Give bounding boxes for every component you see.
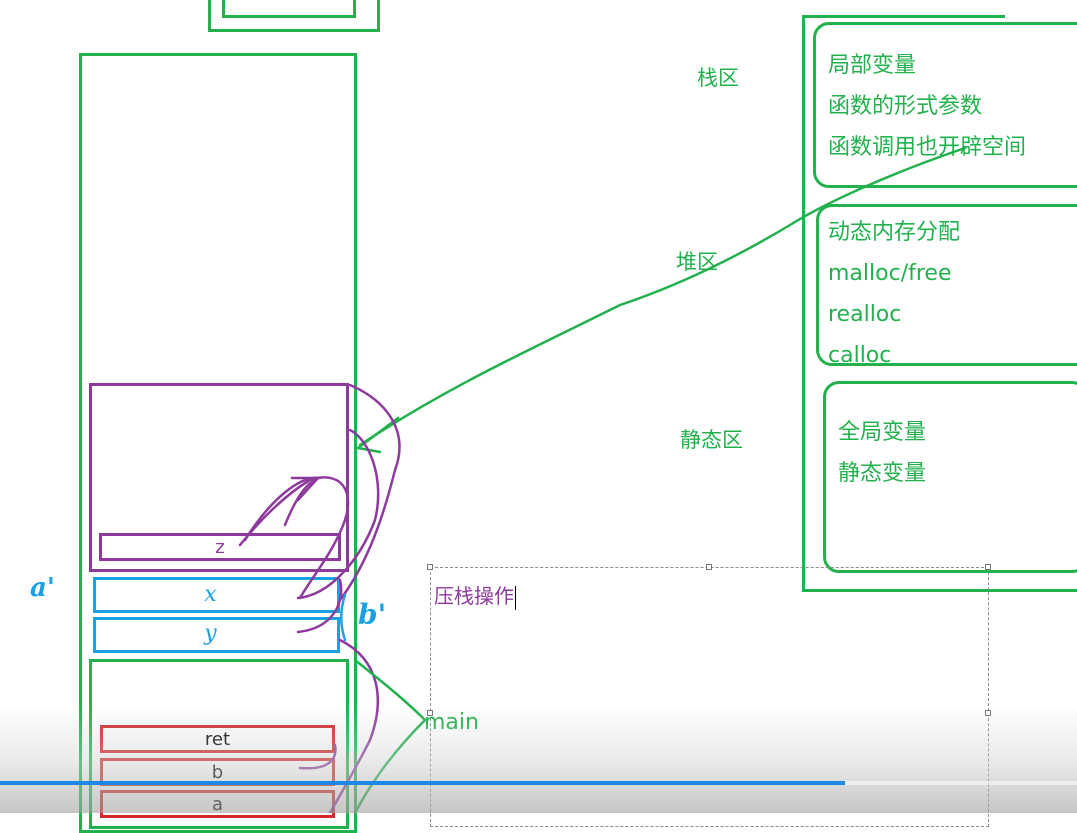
textbox-handle-top-left[interactable] [427,564,433,570]
purple-return-loop-1 [238,476,350,600]
heap-region-box: 动态内存分配 malloc/free realloc calloc [816,204,1077,368]
purple-ret-link [298,743,337,770]
heap-line-2: malloc/free [828,261,952,286]
heap-pointer-stroke [358,146,967,447]
heap-line-1: 动态内存分配 [828,220,961,245]
memory-layout-panel [802,15,1077,592]
static-line-2: 静态变量 [838,461,927,486]
param-slot-y: y [93,617,340,653]
freehand-annotation-layer [238,146,967,813]
purple-param-link-y [296,578,343,634]
param-x-label: x [204,582,217,607]
heap-line-3: realloc [828,302,902,327]
textbox-handle-middle-right[interactable] [985,710,991,716]
push-stack-caption[interactable]: 压栈操作 [434,580,516,610]
heap-region-label: 堆区 [676,250,718,274]
slot-z-label: z [215,537,225,558]
slot-z: z [99,533,341,561]
param-y-label: y [204,621,217,646]
param-slot-x: x [93,577,340,613]
stack-line-1: 局部变量 [828,53,917,78]
purple-param-link-x [296,428,380,600]
textbox-handle-middle-left[interactable] [427,710,433,716]
stack-line-2: 函数的形式参数 [828,94,983,119]
memory-layout-top-edge [802,15,1005,18]
top-memory-box [208,0,380,32]
annotation-a-prime: a' [30,573,55,603]
textbox-handle-top-middle[interactable] [706,564,712,570]
main-frame-bracket [353,658,427,813]
static-region-label: 静态区 [680,428,743,452]
text-caret [515,585,516,610]
textbox-handle-top-right[interactable] [985,564,991,570]
stack-region-box: 局部变量 函数的形式参数 函数调用也开辟空间 [813,22,1077,188]
b-prime-bracket [340,593,347,642]
test-function-frame [89,383,349,572]
stack-line-3: 函数调用也开辟空间 [828,135,1027,160]
static-region-box: 全局变量 静态变量 [823,381,1077,573]
stack-region-label: 栈区 [697,66,739,90]
static-line-1: 全局变量 [838,420,927,445]
purple-call-bracket [338,383,401,602]
heap-line-4: calloc [828,343,892,368]
annotation-b-prime: b' [358,598,387,631]
purple-return-loop-3 [283,476,321,527]
top-memory-box-inner [222,0,356,18]
heap-pointer-arrowhead [354,416,400,454]
push-stack-caption-text: 压栈操作 [434,584,514,608]
video-progress-fill[interactable] [0,781,845,785]
